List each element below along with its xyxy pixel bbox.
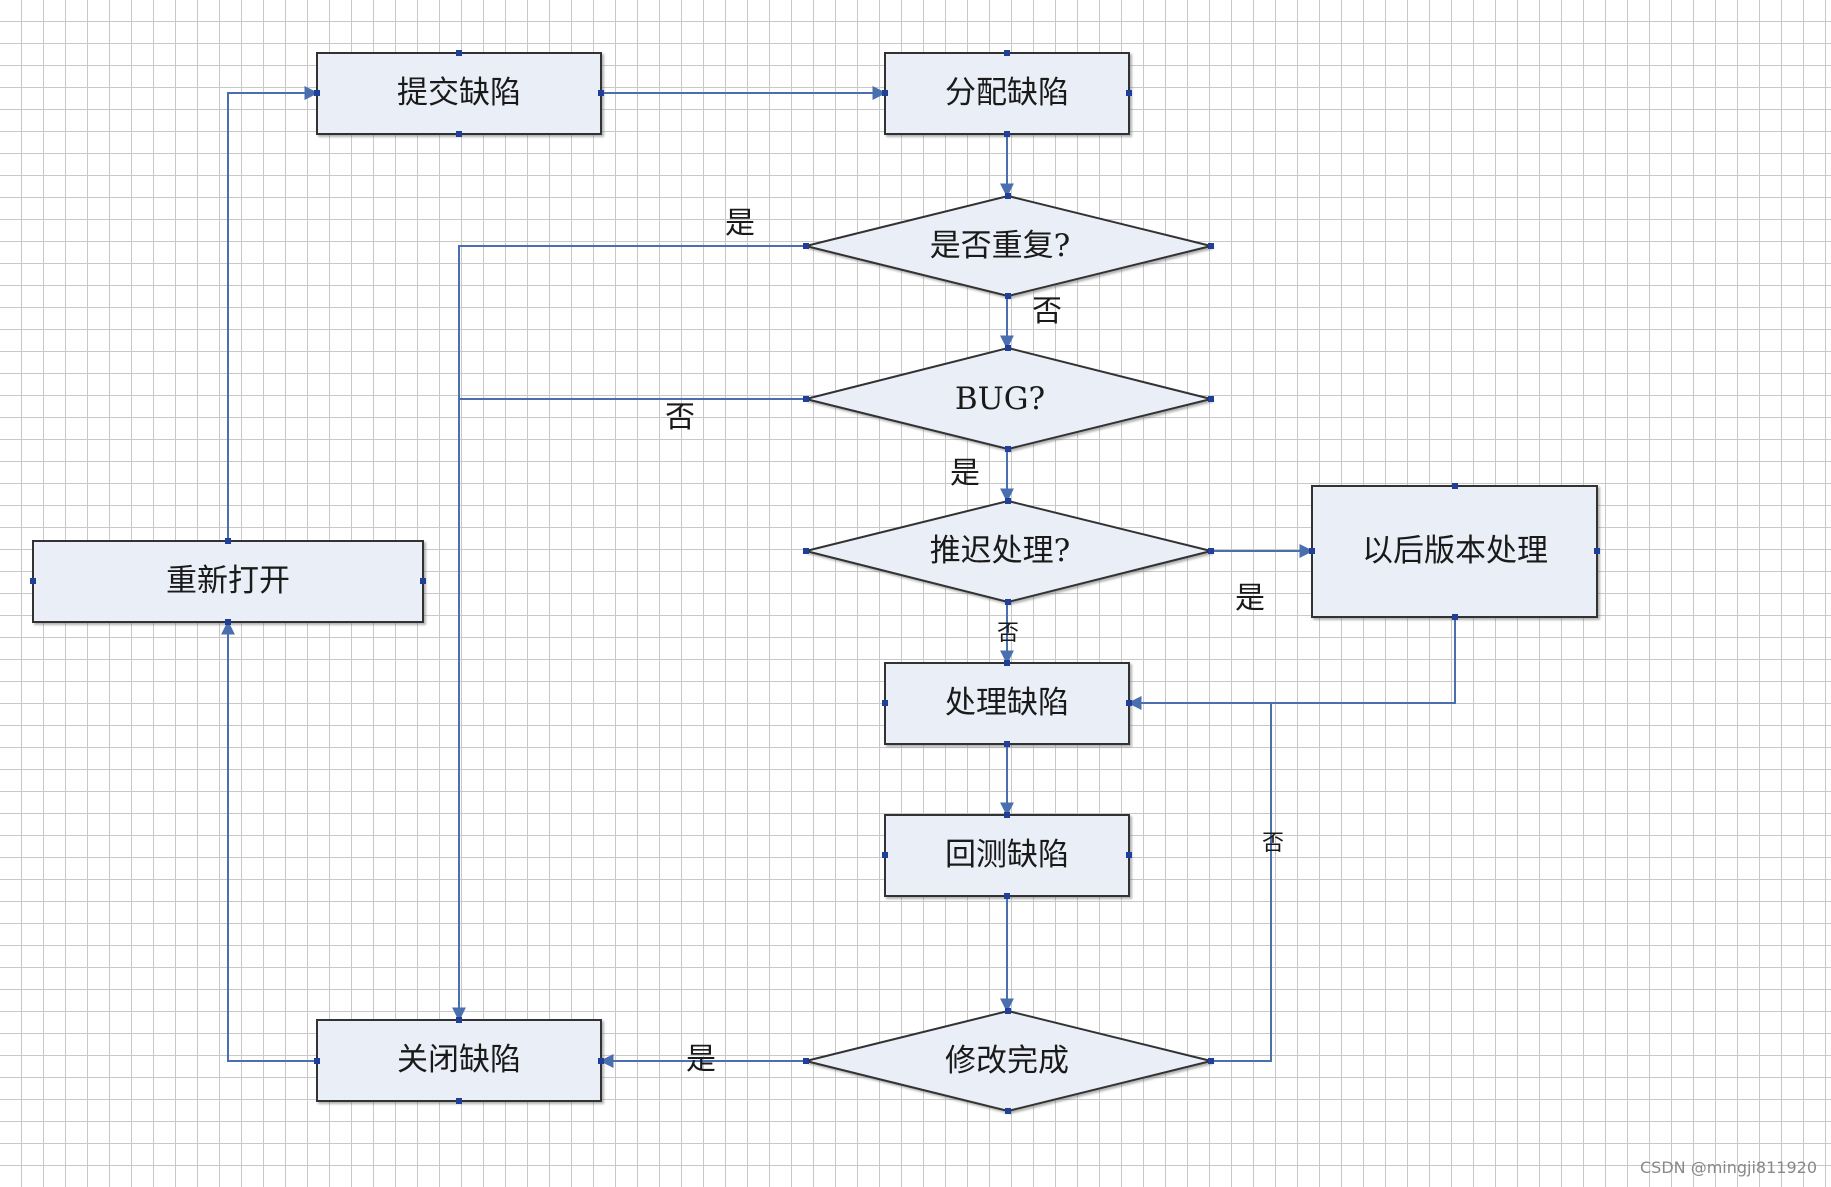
connection-handle [225,538,231,544]
connection-handle [598,1058,604,1064]
watermark: CSDN @mingji811920 [1640,1158,1817,1177]
edges [221,86,1456,1068]
connection-handle [1005,1008,1011,1014]
edge-label-fixdone-no: 否 [1262,831,1284,856]
node-reopen: 重新打开 [32,540,424,623]
edge-label-defer-yes: 是 [1235,581,1265,616]
edge-label-bug-yes: 是 [950,456,980,491]
connection-handle [1452,483,1458,489]
node-is-bug: BUG? [805,346,1212,451]
node-label: 推迟处理? [930,533,1071,569]
connection-handle [1126,700,1132,706]
process-box [884,814,1130,897]
node-fix-done: 修改完成 [805,1009,1212,1113]
connection-handles [30,50,1600,1114]
connection-handle [456,50,462,56]
process-box [32,540,424,623]
node-label: 提交缺陷 [397,75,521,111]
connection-handle [882,90,888,96]
edge-fixdone-to-handle [1129,702,1272,1062]
edge-label-duplicate-yes: 是 [725,206,755,241]
node-retest-defect: 回测缺陷 [884,814,1130,897]
edge-label-duplicate-no: 否 [1032,294,1062,329]
connection-handle [803,1058,809,1064]
edge-label-fixdone-yes: 是 [686,1042,716,1077]
connection-handle [30,578,36,584]
node-label: 回测缺陷 [945,837,1069,873]
connection-handle [1208,396,1214,402]
node-label: 处理缺陷 [945,685,1069,721]
connection-handle [1309,548,1315,554]
connection-handle [1452,614,1458,620]
edge-label-defer-no: 否 [997,621,1019,646]
connection-handle [1005,446,1011,452]
connection-handle [1004,50,1010,56]
connection-handle [456,1017,462,1023]
connection-handle [1005,293,1011,299]
connection-handle [1005,345,1011,351]
connection-handle [1004,660,1010,666]
edge-later-to-handle [1127,617,1456,710]
node-label: BUG? [955,381,1045,417]
node-handle-defect: 处理缺陷 [884,662,1130,745]
connection-handle [1208,243,1214,249]
node-label: 重新打开 [166,563,290,599]
edge-labels: 否 是 否 是 是 否 否 是 [665,206,1284,1077]
node-defer: 推迟处理? [805,499,1212,604]
connection-handle [1004,741,1010,747]
node-label: 以后版本处理 [1362,533,1548,569]
connection-handle [1005,599,1011,605]
connection-handle [1594,548,1600,554]
node-assign-defect: 分配缺陷 [884,52,1130,135]
connection-handle [882,700,888,706]
connection-handle [1005,498,1011,504]
connection-handle [598,90,604,96]
connection-handle [1004,893,1010,899]
connection-handle [1004,131,1010,137]
node-close-defect: 关闭缺陷 [316,1019,602,1102]
connection-handle [1005,193,1011,199]
connection-handle [314,1058,320,1064]
connection-handle [1005,1108,1011,1114]
node-later-version: 以后版本处理 [1311,485,1598,618]
node-label: 分配缺陷 [945,75,1069,111]
connection-handle [803,548,809,554]
connection-handle [1126,90,1132,96]
connection-handle [225,619,231,625]
connection-handle [456,131,462,137]
process-box [316,1019,602,1102]
connection-handle [803,396,809,402]
edge-label-bug-no: 否 [665,400,695,435]
connection-handle [1126,852,1132,858]
connection-handle [882,852,888,858]
node-submit-defect: 提交缺陷 [316,52,602,135]
edge-reopen-to-submit [227,86,319,541]
node-label: 是否重复? [930,228,1071,264]
connection-handle [456,1098,462,1104]
node-label: 关闭缺陷 [397,1042,521,1078]
connection-handle [420,578,426,584]
node-label: 修改完成 [945,1043,1069,1079]
connection-handle [314,90,320,96]
edge-close-to-reopen [221,620,317,1062]
node-is-duplicate: 是否重复? [805,194,1212,298]
connection-handle [1208,548,1214,554]
connection-handle [1208,1058,1214,1064]
edge-duplicate-to-close [452,245,806,1022]
nodes: 提交缺陷 分配缺陷 是否重复? BUG? 推迟处理? 以后版本处理 [32,52,1598,1113]
connection-handle [803,243,809,249]
connection-handle [1004,812,1010,818]
